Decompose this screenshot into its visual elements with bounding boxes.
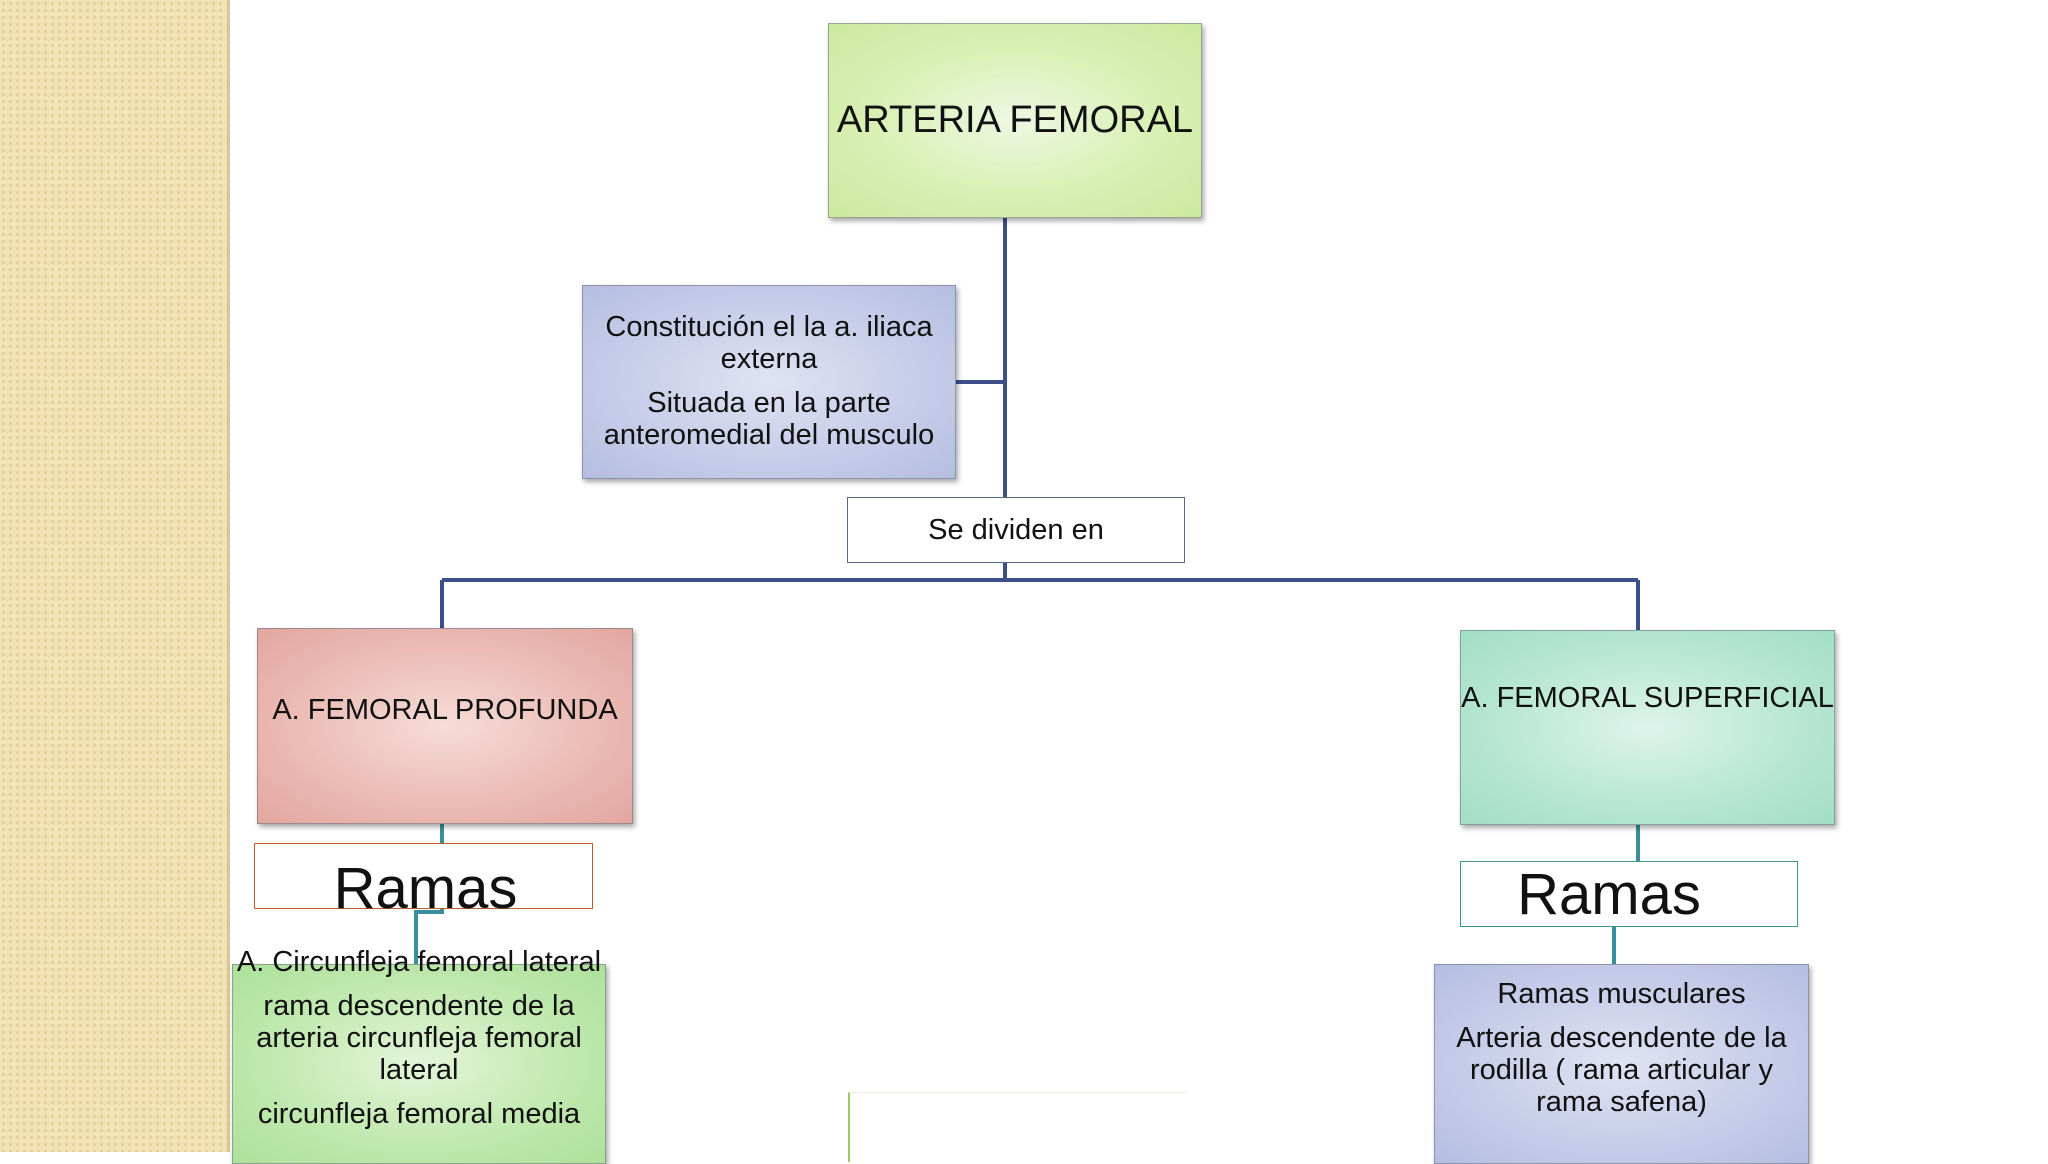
list-item: Arteria descendente de la rodilla ( rama…	[1456, 1021, 1787, 1118]
description-line-2: Situada en la parte anteromedial del mus…	[603, 387, 935, 451]
arteria-femoral-node: ARTERIA FEMORAL	[828, 23, 1202, 218]
divide-label: Se dividen en	[928, 513, 1104, 546]
femoral-superficial-node: A. FEMORAL SUPERFICIAL	[1460, 630, 1835, 825]
femoral-superficial-title: A. FEMORAL SUPERFICIAL	[1461, 682, 1834, 714]
sidebar-divider	[227, 0, 230, 1152]
femoral-profunda-node: A. FEMORAL PROFUNDA	[257, 628, 633, 824]
empty-node	[848, 1092, 1186, 1162]
decorative-sidebar	[0, 0, 227, 1152]
profunda-list-line	[414, 909, 444, 964]
description-node: Constitución el la a. iliaca externa Sit…	[582, 285, 956, 479]
divide-label-box: Se dividen en	[847, 497, 1185, 563]
list-item: circunfleja femoral media	[257, 1097, 581, 1130]
superficial-branches-node: Ramas musculares Arteria descendente de …	[1434, 964, 1809, 1164]
superficial-ramas-label: Ramas	[1517, 861, 1701, 927]
femoral-profunda-title: A. FEMORAL PROFUNDA	[272, 694, 618, 726]
list-item: Ramas musculares	[1497, 978, 1746, 1010]
profunda-ramas-label: Ramas	[333, 856, 518, 921]
description-line-1: Constitución el la a. iliaca externa	[605, 311, 933, 376]
list-item: A. Circunfleja femoral lateral	[236, 946, 602, 978]
arteria-femoral-title: ARTERIA FEMORAL	[836, 98, 1194, 141]
list-item: rama descendente de la arteria circunfle…	[256, 989, 582, 1086]
profunda-ramas-box: Ramas	[254, 843, 593, 921]
superficial-ramas-box: Ramas	[1460, 861, 1798, 927]
profunda-branches-node: A. Circunfleja femoral lateral rama desc…	[232, 946, 606, 1164]
